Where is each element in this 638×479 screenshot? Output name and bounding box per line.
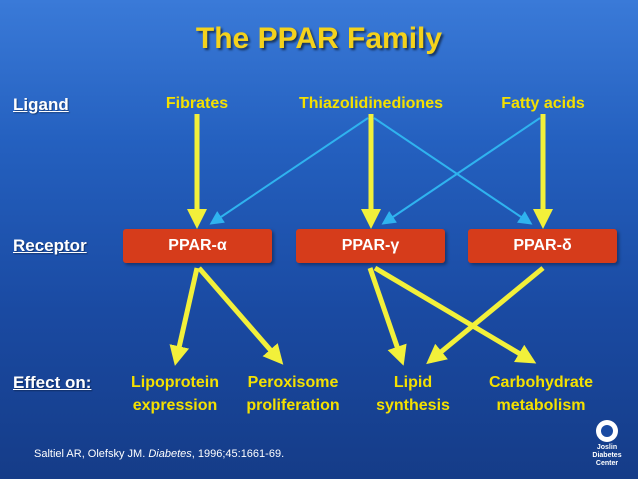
- arrow-tzd-to-ppar-alpha: [209, 117, 369, 225]
- arrow-fatty-acids-to-ppar-gamma: [381, 117, 541, 225]
- receptor-label: PPAR-δ: [513, 237, 572, 254]
- logo-line: Diabetes: [592, 452, 622, 459]
- arrow-ppar-gamma-to-lipid: [367, 267, 407, 366]
- receptor-ppar-delta: PPAR-δ: [468, 229, 617, 263]
- joslin-logo: Joslin Diabetes Center: [585, 420, 629, 468]
- effect-line: metabolism: [496, 397, 586, 414]
- row-label-effect: Effect on:: [13, 373, 92, 392]
- receptor-ppar-gamma: PPAR-γ: [296, 229, 445, 263]
- row-label-ligand: Ligand: [13, 95, 69, 114]
- receptor-label: PPAR-α: [168, 237, 227, 254]
- citation-details: 1996;45:1661-69.: [197, 448, 285, 460]
- logo-line: Joslin: [596, 444, 618, 451]
- effect-line: proliferation: [246, 397, 340, 414]
- effect-line: Lipoprotein: [131, 374, 219, 391]
- effect-peroxisome-proliferation: Peroxisome proliferation: [246, 371, 339, 417]
- effect-carbohydrate-metabolism: Carbohydrate metabolism: [489, 371, 593, 417]
- slide-title: The PPAR Family: [195, 22, 443, 55]
- receptor-ppar-alpha: PPAR-α: [123, 229, 272, 263]
- effect-lipoprotein-expression: Lipoprotein expression: [131, 371, 219, 417]
- logo-line: Center: [595, 460, 619, 467]
- effect-line: expression: [132, 397, 218, 414]
- effect-lipid-synthesis: Lipid synthesis: [376, 371, 450, 417]
- citation-authors: Saltiel AR, Olefsky JM.: [34, 448, 146, 460]
- citation-journal: Diabetes: [148, 448, 192, 460]
- citation-separator: ,: [191, 448, 198, 460]
- effect-line: synthesis: [376, 397, 450, 414]
- ligand-thiazolidinediones: Thiazolidinediones: [298, 95, 444, 112]
- arrow-ppar-alpha-to-peroxisome: [197, 266, 284, 365]
- arrow-ppar-delta-to-lipid: [426, 266, 545, 365]
- effect-line: Peroxisome: [247, 374, 339, 391]
- arrow-ppar-gamma-to-carbohydrate: [373, 265, 537, 364]
- row-label-receptor: Receptor: [13, 236, 87, 255]
- joslin-logo-icon: [596, 420, 618, 442]
- ligand-fatty-acids: Fatty acids: [501, 95, 585, 112]
- arrow-ppar-alpha-to-lipoprotein: [169, 267, 200, 366]
- receptor-label: PPAR-γ: [341, 237, 400, 254]
- ligand-fibrates: Fibrates: [165, 95, 229, 112]
- citation: Saltiel AR, Olefsky JM. Diabetes, 1996;4…: [34, 448, 284, 460]
- effect-line: Lipid: [393, 374, 433, 391]
- effect-line: Carbohydrate: [488, 374, 594, 391]
- arrow-tzd-to-ppar-delta: [373, 117, 533, 225]
